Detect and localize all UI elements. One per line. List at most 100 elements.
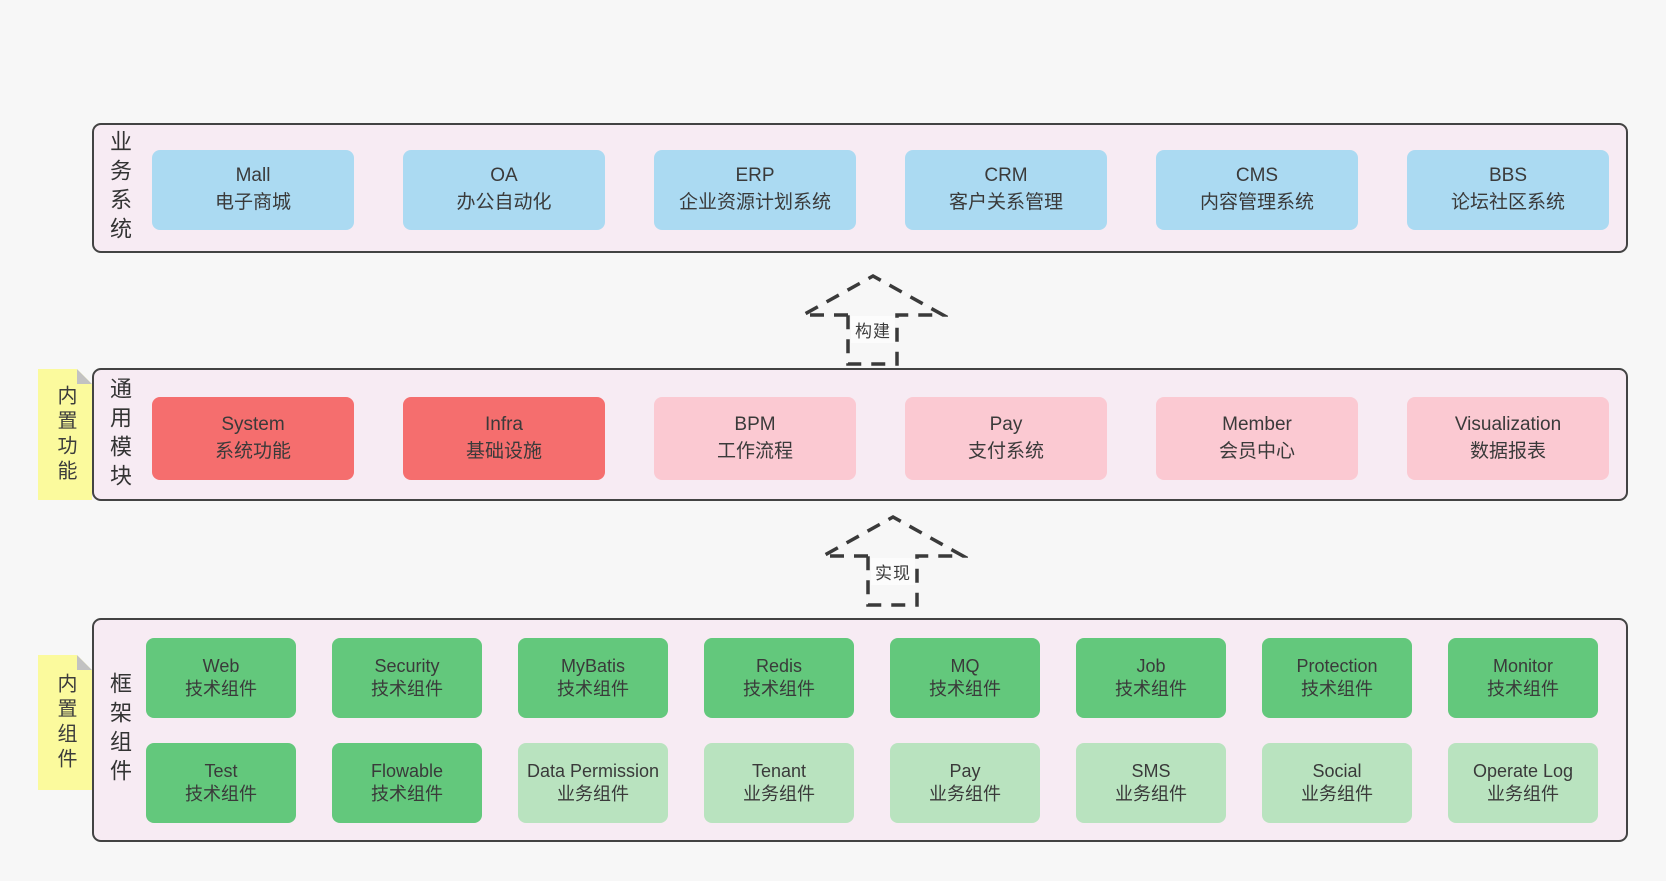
module-box-visualization: Visualization 数据报表: [1407, 397, 1609, 480]
module-box-title: Flowable: [370, 760, 444, 781]
module-box-infra: Infra 基础设施: [403, 397, 605, 480]
module-box-subtitle: 技术组件: [1487, 679, 1559, 699]
module-box-subtitle: 论坛社区系统: [1450, 192, 1565, 213]
module-box-subtitle: 基础设施: [465, 440, 542, 462]
module-box-subtitle: 业务组件: [1487, 784, 1559, 804]
module-box-subtitle: 业务组件: [1115, 784, 1187, 804]
side-tab-built-in-features-label: 内置功能: [54, 384, 76, 485]
module-box-flowable: Flowable 技术组件: [332, 743, 482, 823]
module-box-subtitle: 企业资源计划系统: [678, 192, 831, 213]
module-box-title: Infra: [484, 413, 524, 435]
module-box-title: Tenant: [751, 760, 807, 781]
module-box-subtitle: 系统功能: [214, 440, 291, 462]
module-box-data-permission: Data Permission 业务组件: [518, 743, 668, 823]
module-box-pay: Pay 支付系统: [905, 397, 1107, 480]
module-box-subtitle: 技术组件: [743, 679, 815, 699]
module-box-title: Redis: [755, 655, 803, 676]
side-tab-built-in-features: 内置功能: [38, 369, 92, 500]
side-tab-built-in-components-label: 内置组件: [54, 672, 76, 773]
module-box-subtitle: 技术组件: [929, 679, 1001, 699]
module-box-security: Security 技术组件: [332, 638, 482, 718]
module-box-monitor: Monitor 技术组件: [1448, 638, 1598, 718]
module-box-redis: Redis 技术组件: [704, 638, 854, 718]
module-box-subtitle: 技术组件: [185, 784, 257, 804]
module-box-subtitle: 会员中心: [1218, 440, 1295, 462]
arrow-build-label: 构建: [851, 316, 895, 344]
layer-label-business-systems: 业务系统: [107, 130, 132, 246]
module-box-test: Test 技术组件: [146, 743, 296, 823]
module-box-member: Member 会员中心: [1156, 397, 1358, 480]
module-box-subtitle: 业务组件: [743, 784, 815, 804]
module-box-erp: ERP 企业资源计划系统: [654, 150, 856, 230]
module-box-title: MQ: [950, 655, 980, 676]
module-box-title: Social: [1312, 760, 1362, 781]
arrow-implement-label: 实现: [871, 558, 915, 586]
module-box-mybatis: MyBatis 技术组件: [518, 638, 668, 718]
module-box-subtitle: 电子商城: [214, 192, 291, 213]
module-box-subtitle: 技术组件: [557, 679, 629, 699]
module-box-subtitle: 支付系统: [967, 440, 1044, 462]
module-box-subtitle: 技术组件: [371, 784, 443, 804]
module-box-title: Pay: [989, 413, 1023, 435]
module-box-mq: MQ 技术组件: [890, 638, 1040, 718]
layer-common-modules: 通用模块 System 系统功能 Infra 基础设施 BPM 工作流程 Pay 支付系统 Me…: [92, 368, 1628, 501]
module-box-title: CMS: [1235, 165, 1279, 187]
module-box-title: Job: [1136, 655, 1166, 676]
arrow-up-dashed-icon: [818, 514, 968, 607]
arrow-up-dashed-icon: [798, 273, 948, 366]
module-box-title: Visualization: [1454, 413, 1562, 435]
module-box-subtitle: 技术组件: [371, 679, 443, 699]
module-box-title: BPM: [734, 413, 776, 435]
module-box-protection: Protection 技术组件: [1262, 638, 1412, 718]
module-box-title: Web: [202, 655, 240, 676]
module-box-oa: OA 办公自动化: [403, 150, 605, 230]
module-box-pay: Pay 业务组件: [890, 743, 1040, 823]
module-box-bbs: BBS 论坛社区系统: [1407, 150, 1609, 230]
module-box-title: Security: [374, 655, 440, 676]
module-box-title: Test: [204, 760, 238, 781]
module-box-subtitle: 办公自动化: [456, 192, 552, 213]
module-box-title: SMS: [1131, 760, 1171, 781]
module-box-tenant: Tenant 业务组件: [704, 743, 854, 823]
module-box-subtitle: 数据报表: [1469, 440, 1546, 462]
module-box-title: CRM: [984, 165, 1028, 187]
module-box-title: BBS: [1488, 165, 1528, 187]
module-box-title: Protection: [1296, 655, 1378, 676]
module-box-title: System: [221, 413, 285, 435]
module-box-subtitle: 技术组件: [185, 679, 257, 699]
module-box-subtitle: 技术组件: [1301, 679, 1373, 699]
module-box-title: Data Permission: [526, 760, 660, 781]
layer-label-common-modules: 通用模块: [107, 376, 132, 493]
module-box-title: Pay: [949, 760, 981, 781]
common-modules-box-grid: System 系统功能 Infra 基础设施 BPM 工作流程 Pay 支付系统 Member 会…: [152, 397, 1609, 480]
side-tab-built-in-components: 内置组件: [38, 655, 92, 790]
module-box-system: System 系统功能: [152, 397, 354, 480]
module-box-subtitle: 技术组件: [1115, 679, 1187, 699]
module-box-bpm: BPM 工作流程: [654, 397, 856, 480]
module-box-crm: CRM 客户关系管理: [905, 150, 1107, 230]
module-box-title: ERP: [735, 165, 775, 187]
module-box-job: Job 技术组件: [1076, 638, 1226, 718]
layer-label-framework-components: 框架组件: [107, 672, 132, 788]
module-box-title: MyBatis: [560, 655, 625, 676]
module-box-subtitle: 业务组件: [557, 784, 629, 804]
module-box-subtitle: 业务组件: [1301, 784, 1373, 804]
arrow-implement: 实现: [818, 514, 968, 608]
module-box-subtitle: 客户关系管理: [948, 192, 1063, 213]
module-box-subtitle: 工作流程: [716, 440, 793, 462]
module-box-subtitle: 业务组件: [929, 784, 1001, 804]
module-box-title: Member: [1222, 413, 1292, 435]
module-box-title: OA: [490, 165, 518, 187]
arrow-build: 构建: [798, 273, 948, 366]
module-box-sms: SMS 业务组件: [1076, 743, 1226, 823]
module-box-social: Social 业务组件: [1262, 743, 1412, 823]
module-box-title: Monitor: [1492, 655, 1554, 676]
